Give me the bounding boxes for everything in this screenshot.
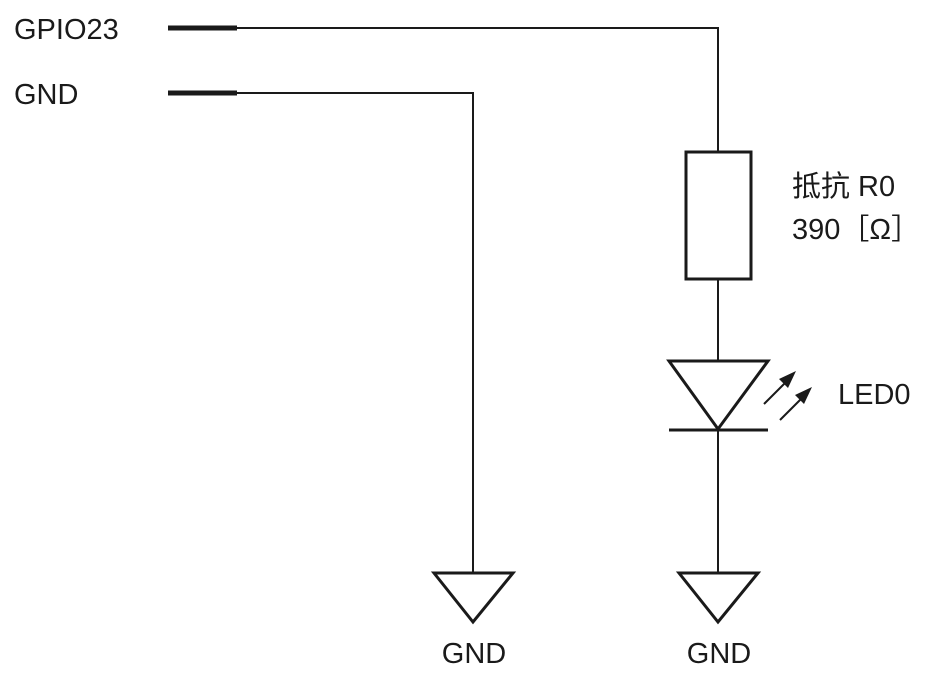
gnd-wire bbox=[237, 92, 474, 573]
led-emission-arrows-icon bbox=[763, 371, 812, 421]
gpio23-label: GPIO23 bbox=[14, 14, 119, 46]
ground-right-label: GND bbox=[687, 638, 751, 670]
led-triangle bbox=[666, 359, 771, 432]
gnd-pin-label: GND bbox=[14, 79, 78, 111]
led-name-label: LED0 bbox=[838, 379, 911, 411]
ground-right-icon bbox=[675, 571, 762, 625]
ground-left-label: GND bbox=[442, 638, 506, 670]
resistor-name-label: 抵抗 R0 bbox=[792, 170, 895, 203]
resistor-value-label: 390［Ω］ bbox=[792, 213, 920, 246]
ground-left-icon bbox=[430, 571, 517, 625]
resistor-r0 bbox=[684, 150, 753, 281]
gpio23-wire bbox=[237, 27, 719, 152]
